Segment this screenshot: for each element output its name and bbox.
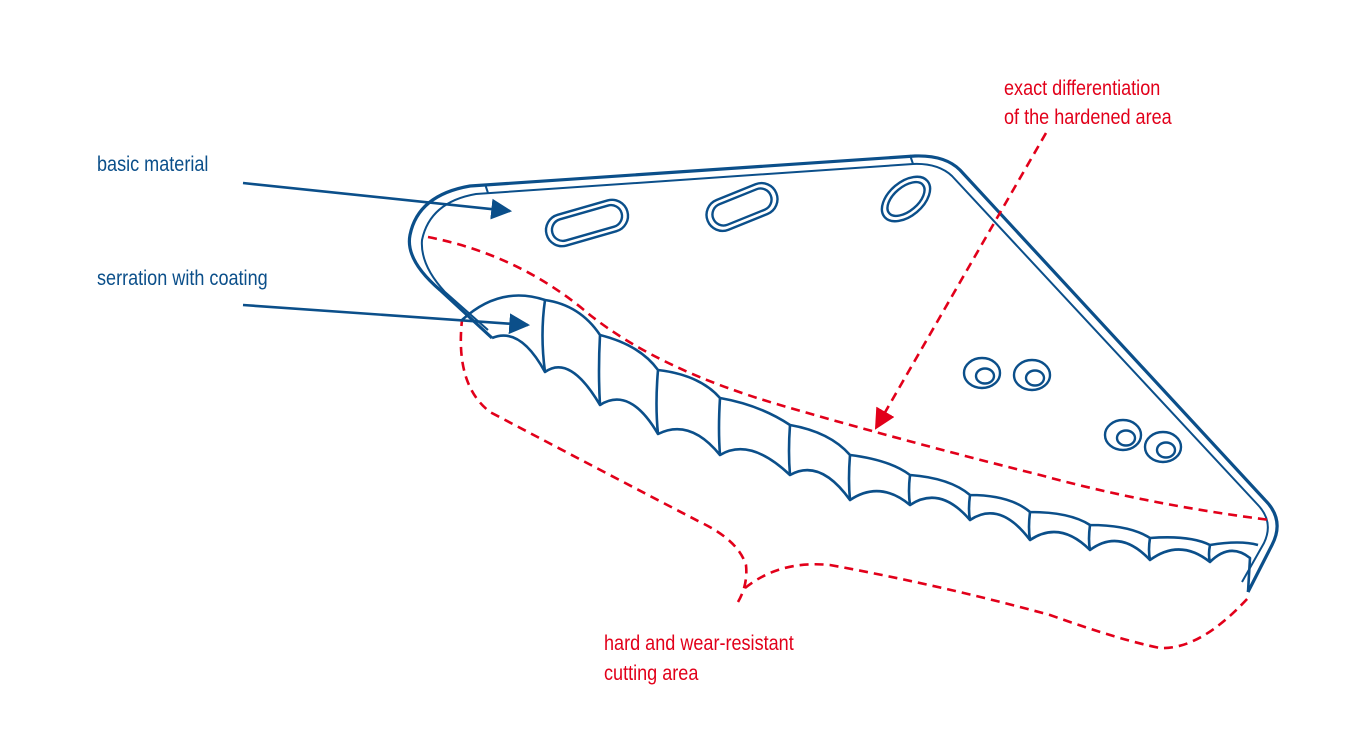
blade-thickness-edge (420, 162, 1269, 583)
countersunk-hole (1012, 358, 1052, 392)
serration-scallops (461, 294, 1259, 563)
exact-differentiation-label-line2: of the hardened area (1004, 106, 1172, 129)
hardened-area-arrow (874, 132, 1048, 430)
cutting-area-label-line2: cutting area (604, 662, 699, 685)
serration-arrow (242, 303, 531, 335)
bevel-tick (909, 154, 914, 165)
serration-profile (491, 334, 1252, 593)
countersunk-hole (1143, 430, 1183, 464)
serration-teeth (461, 294, 1259, 593)
hardened-area-boundary (427, 235, 1271, 522)
slot-hole (705, 181, 779, 233)
countersunk-hole (962, 356, 1002, 390)
slot-holes (544, 175, 932, 248)
bevel-tick (484, 183, 489, 194)
basic-material-arrow (242, 181, 513, 220)
exact-differentiation-label-line1: exact differentiation (1004, 77, 1161, 100)
slot-hole (880, 175, 932, 223)
basic-material-label: basic material (97, 153, 209, 176)
slot-hole (544, 198, 630, 248)
cutting-area-label-line1: hard and wear-resistant (604, 632, 794, 655)
serration-with-coating-label: serration with coating (97, 267, 268, 290)
countersunk-hole (1103, 418, 1143, 452)
cutting-area-outline (459, 319, 1249, 650)
blade-outline (407, 154, 1279, 593)
countersunk-holes (962, 356, 1183, 464)
